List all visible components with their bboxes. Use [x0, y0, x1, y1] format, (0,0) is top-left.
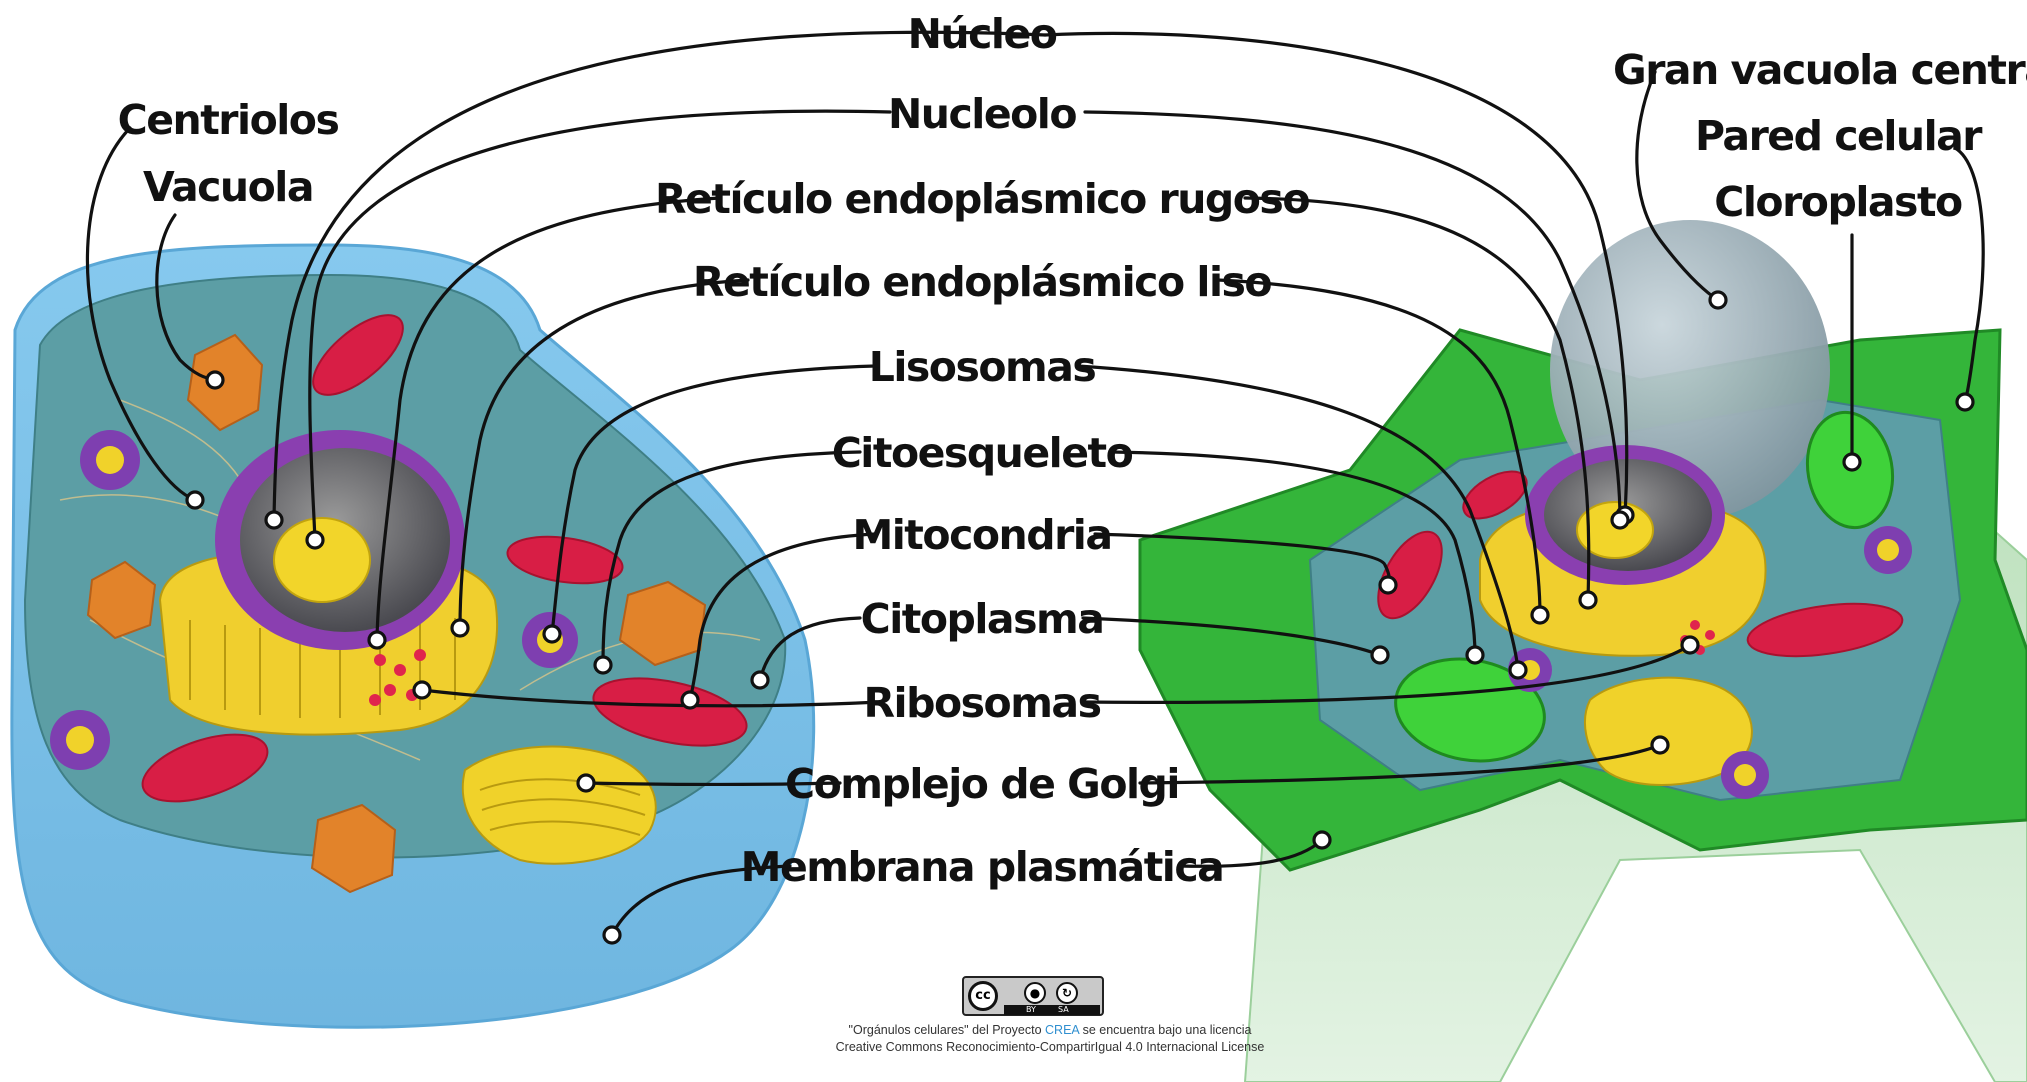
share-alike-icon: ↻: [1056, 982, 1078, 1004]
credit-line-1: "Orgánulos celulares" del Proyecto CREA …: [760, 1022, 1340, 1039]
label-nucleolo: Nucleolo: [888, 90, 1076, 138]
license-by-text: BY: [1026, 1005, 1036, 1015]
label-citoesqueleto: Citoesqueleto: [832, 429, 1133, 477]
label-cloroplasto: Cloroplasto: [1714, 178, 1962, 226]
animal-nucleolus: [274, 518, 370, 602]
person-icon: ●: [1024, 982, 1046, 1004]
label-lisosomas: Lisosomas: [869, 343, 1096, 391]
license-sa-text: SA: [1058, 1005, 1069, 1015]
label-mitocondria: Mitocondria: [852, 511, 1111, 559]
label-citoplasma: Citoplasma: [861, 595, 1104, 643]
plant-cell: [1140, 220, 2027, 1082]
label-gran-vacuola-central: Gran vacuola central: [1613, 46, 2027, 94]
credit-part-1: "Orgánulos celulares" del Proyecto: [849, 1023, 1042, 1037]
label-centriolos: Centriolos: [118, 96, 339, 144]
cc-by-sa-license-badge[interactable]: cc ● ↻ BY SA: [962, 976, 1104, 1016]
label-ribosomas: Ribosomas: [863, 679, 1100, 727]
label-nucleo: Núcleo: [908, 10, 1057, 58]
label-reticulo-liso: Retículo endoplásmico liso: [693, 258, 1272, 306]
license-credit: "Orgánulos celulares" del Proyecto CREA …: [760, 1022, 1340, 1056]
credit-line-2: Creative Commons Reconocimiento-Comparti…: [760, 1039, 1340, 1056]
label-complejo-golgi: Complejo de Golgi: [785, 760, 1179, 808]
animal-cell: [12, 245, 814, 1027]
label-membrana-plasmatica: Membrana plasmática: [741, 843, 1224, 891]
label-vacuola: Vacuola: [143, 163, 313, 211]
label-reticulo-rugoso: Retículo endoplásmico rugoso: [655, 175, 1309, 223]
label-pared-celular: Pared celular: [1695, 112, 1983, 160]
cc-logo-icon: cc: [968, 981, 998, 1011]
credit-part-2: se encuentra bajo una licencia: [1083, 1023, 1252, 1037]
license-strip: BY SA: [1004, 1005, 1100, 1015]
crea-link[interactable]: CREA: [1045, 1023, 1079, 1037]
